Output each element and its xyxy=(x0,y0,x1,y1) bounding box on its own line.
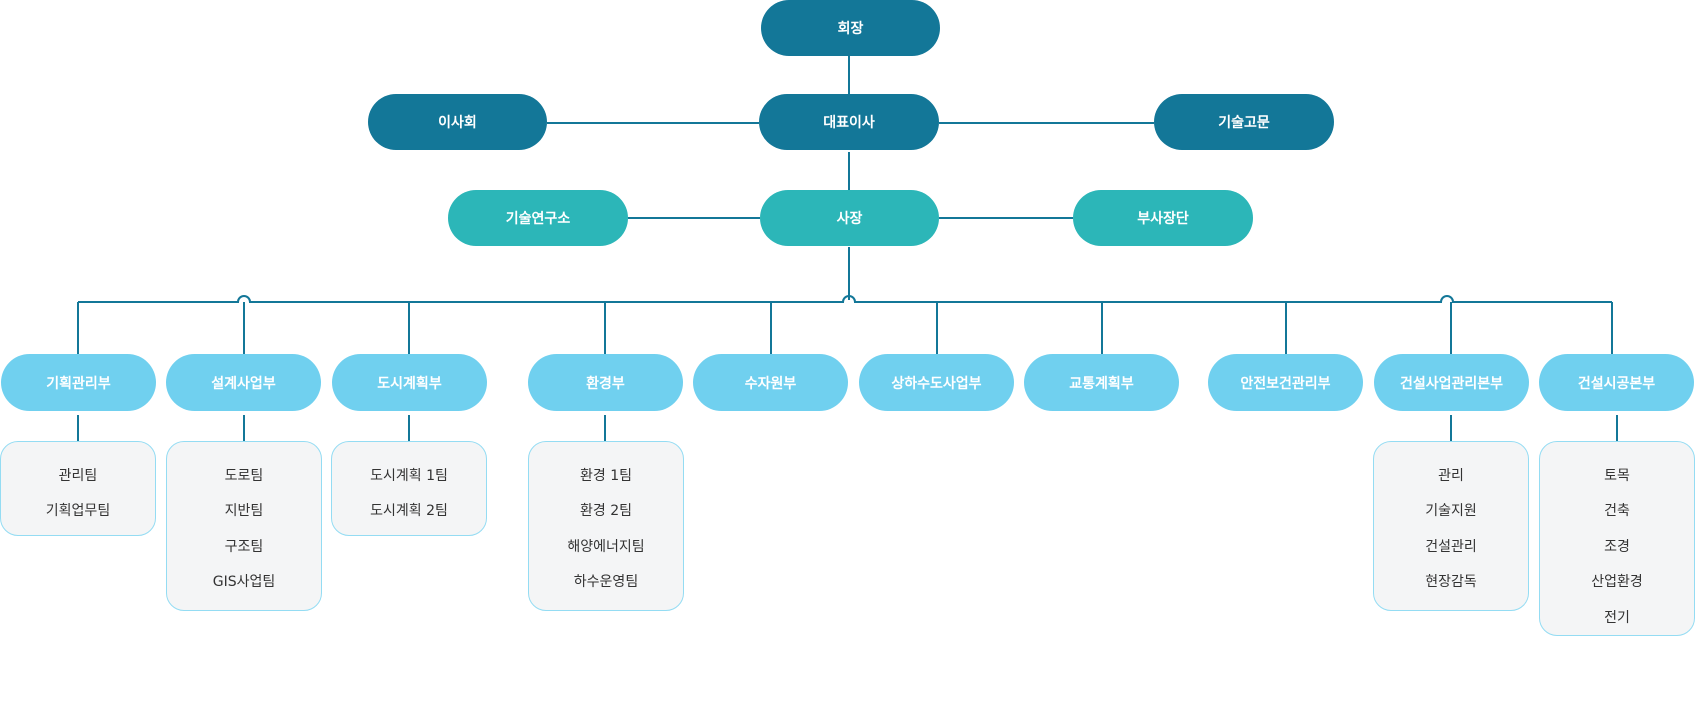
board-node[interactable]: 이사회 xyxy=(368,94,547,150)
ceo-node[interactable]: 대표이사 xyxy=(759,94,939,150)
department-기획관리부[interactable]: 기획관리부 xyxy=(1,354,156,411)
technical-advisor-node[interactable]: 기술고문 xyxy=(1154,94,1334,150)
team-item[interactable]: 지반팀 xyxy=(224,503,264,520)
department-건설시공본부[interactable]: 건설시공본부 xyxy=(1539,354,1694,411)
department-교통계획부[interactable]: 교통계획부 xyxy=(1024,354,1179,411)
research-institute-node[interactable]: 기술연구소 xyxy=(448,190,628,246)
team-item[interactable]: 해양에너지팀 xyxy=(567,538,645,555)
department-건설사업관리본부[interactable]: 건설사업관리본부 xyxy=(1374,354,1529,411)
team-item[interactable]: 건축 xyxy=(1604,503,1630,520)
team-item[interactable]: 구조팀 xyxy=(224,538,264,555)
team-item[interactable]: 도시계획 2팀 xyxy=(370,503,448,520)
team-item[interactable]: 기술지원 xyxy=(1425,503,1477,520)
department-수자원부[interactable]: 수자원부 xyxy=(693,354,848,411)
team-box-기획관리부: 관리팀 기획업무팀 xyxy=(0,441,156,536)
team-item[interactable]: 건설관리 xyxy=(1425,538,1477,555)
team-item[interactable]: 관리 xyxy=(1438,468,1464,484)
department-설계사업부[interactable]: 설계사업부 xyxy=(166,354,321,411)
team-box-건설시공본부: 토목 건축 조경 산업환경 전기 xyxy=(1539,441,1695,636)
team-box-도시계획부: 도시계획 1팀 도시계획 2팀 xyxy=(331,441,487,536)
department-도시계획부[interactable]: 도시계획부 xyxy=(332,354,487,411)
team-item[interactable]: 환경 1팀 xyxy=(580,468,632,484)
chairman-node[interactable]: 회장 xyxy=(761,0,940,56)
department-bus-line xyxy=(78,295,1612,303)
department-안전보건관리부[interactable]: 안전보건관리부 xyxy=(1208,354,1363,411)
department-상하수도사업부[interactable]: 상하수도사업부 xyxy=(859,354,1014,411)
team-box-설계사업부: 도로팀 지반팀 구조팀 GIS사업팀 xyxy=(166,441,322,611)
team-item[interactable]: 관리팀 xyxy=(58,468,98,484)
team-item[interactable]: 조경 xyxy=(1604,538,1630,555)
team-item[interactable]: 토목 xyxy=(1604,468,1630,484)
team-item[interactable]: 산업환경 xyxy=(1591,574,1643,591)
president-node[interactable]: 사장 xyxy=(760,190,939,246)
team-item[interactable]: 환경 2팀 xyxy=(580,503,632,520)
team-item[interactable]: 하수운영팀 xyxy=(573,574,639,591)
vice-presidents-node[interactable]: 부사장단 xyxy=(1073,190,1253,246)
team-item[interactable]: 현장감독 xyxy=(1425,574,1477,591)
team-item[interactable]: 기획업무팀 xyxy=(45,503,111,520)
team-box-건설사업관리본부: 관리 기술지원 건설관리 현장감독 xyxy=(1373,441,1529,611)
team-item[interactable]: 전기 xyxy=(1604,609,1630,626)
team-item[interactable]: 도로팀 xyxy=(224,468,264,484)
team-box-환경부: 환경 1팀 환경 2팀 해양에너지팀 하수운영팀 xyxy=(528,441,684,611)
department-환경부[interactable]: 환경부 xyxy=(528,354,683,411)
team-item[interactable]: 도시계획 1팀 xyxy=(370,468,448,484)
team-item[interactable]: GIS사업팀 xyxy=(212,574,276,591)
